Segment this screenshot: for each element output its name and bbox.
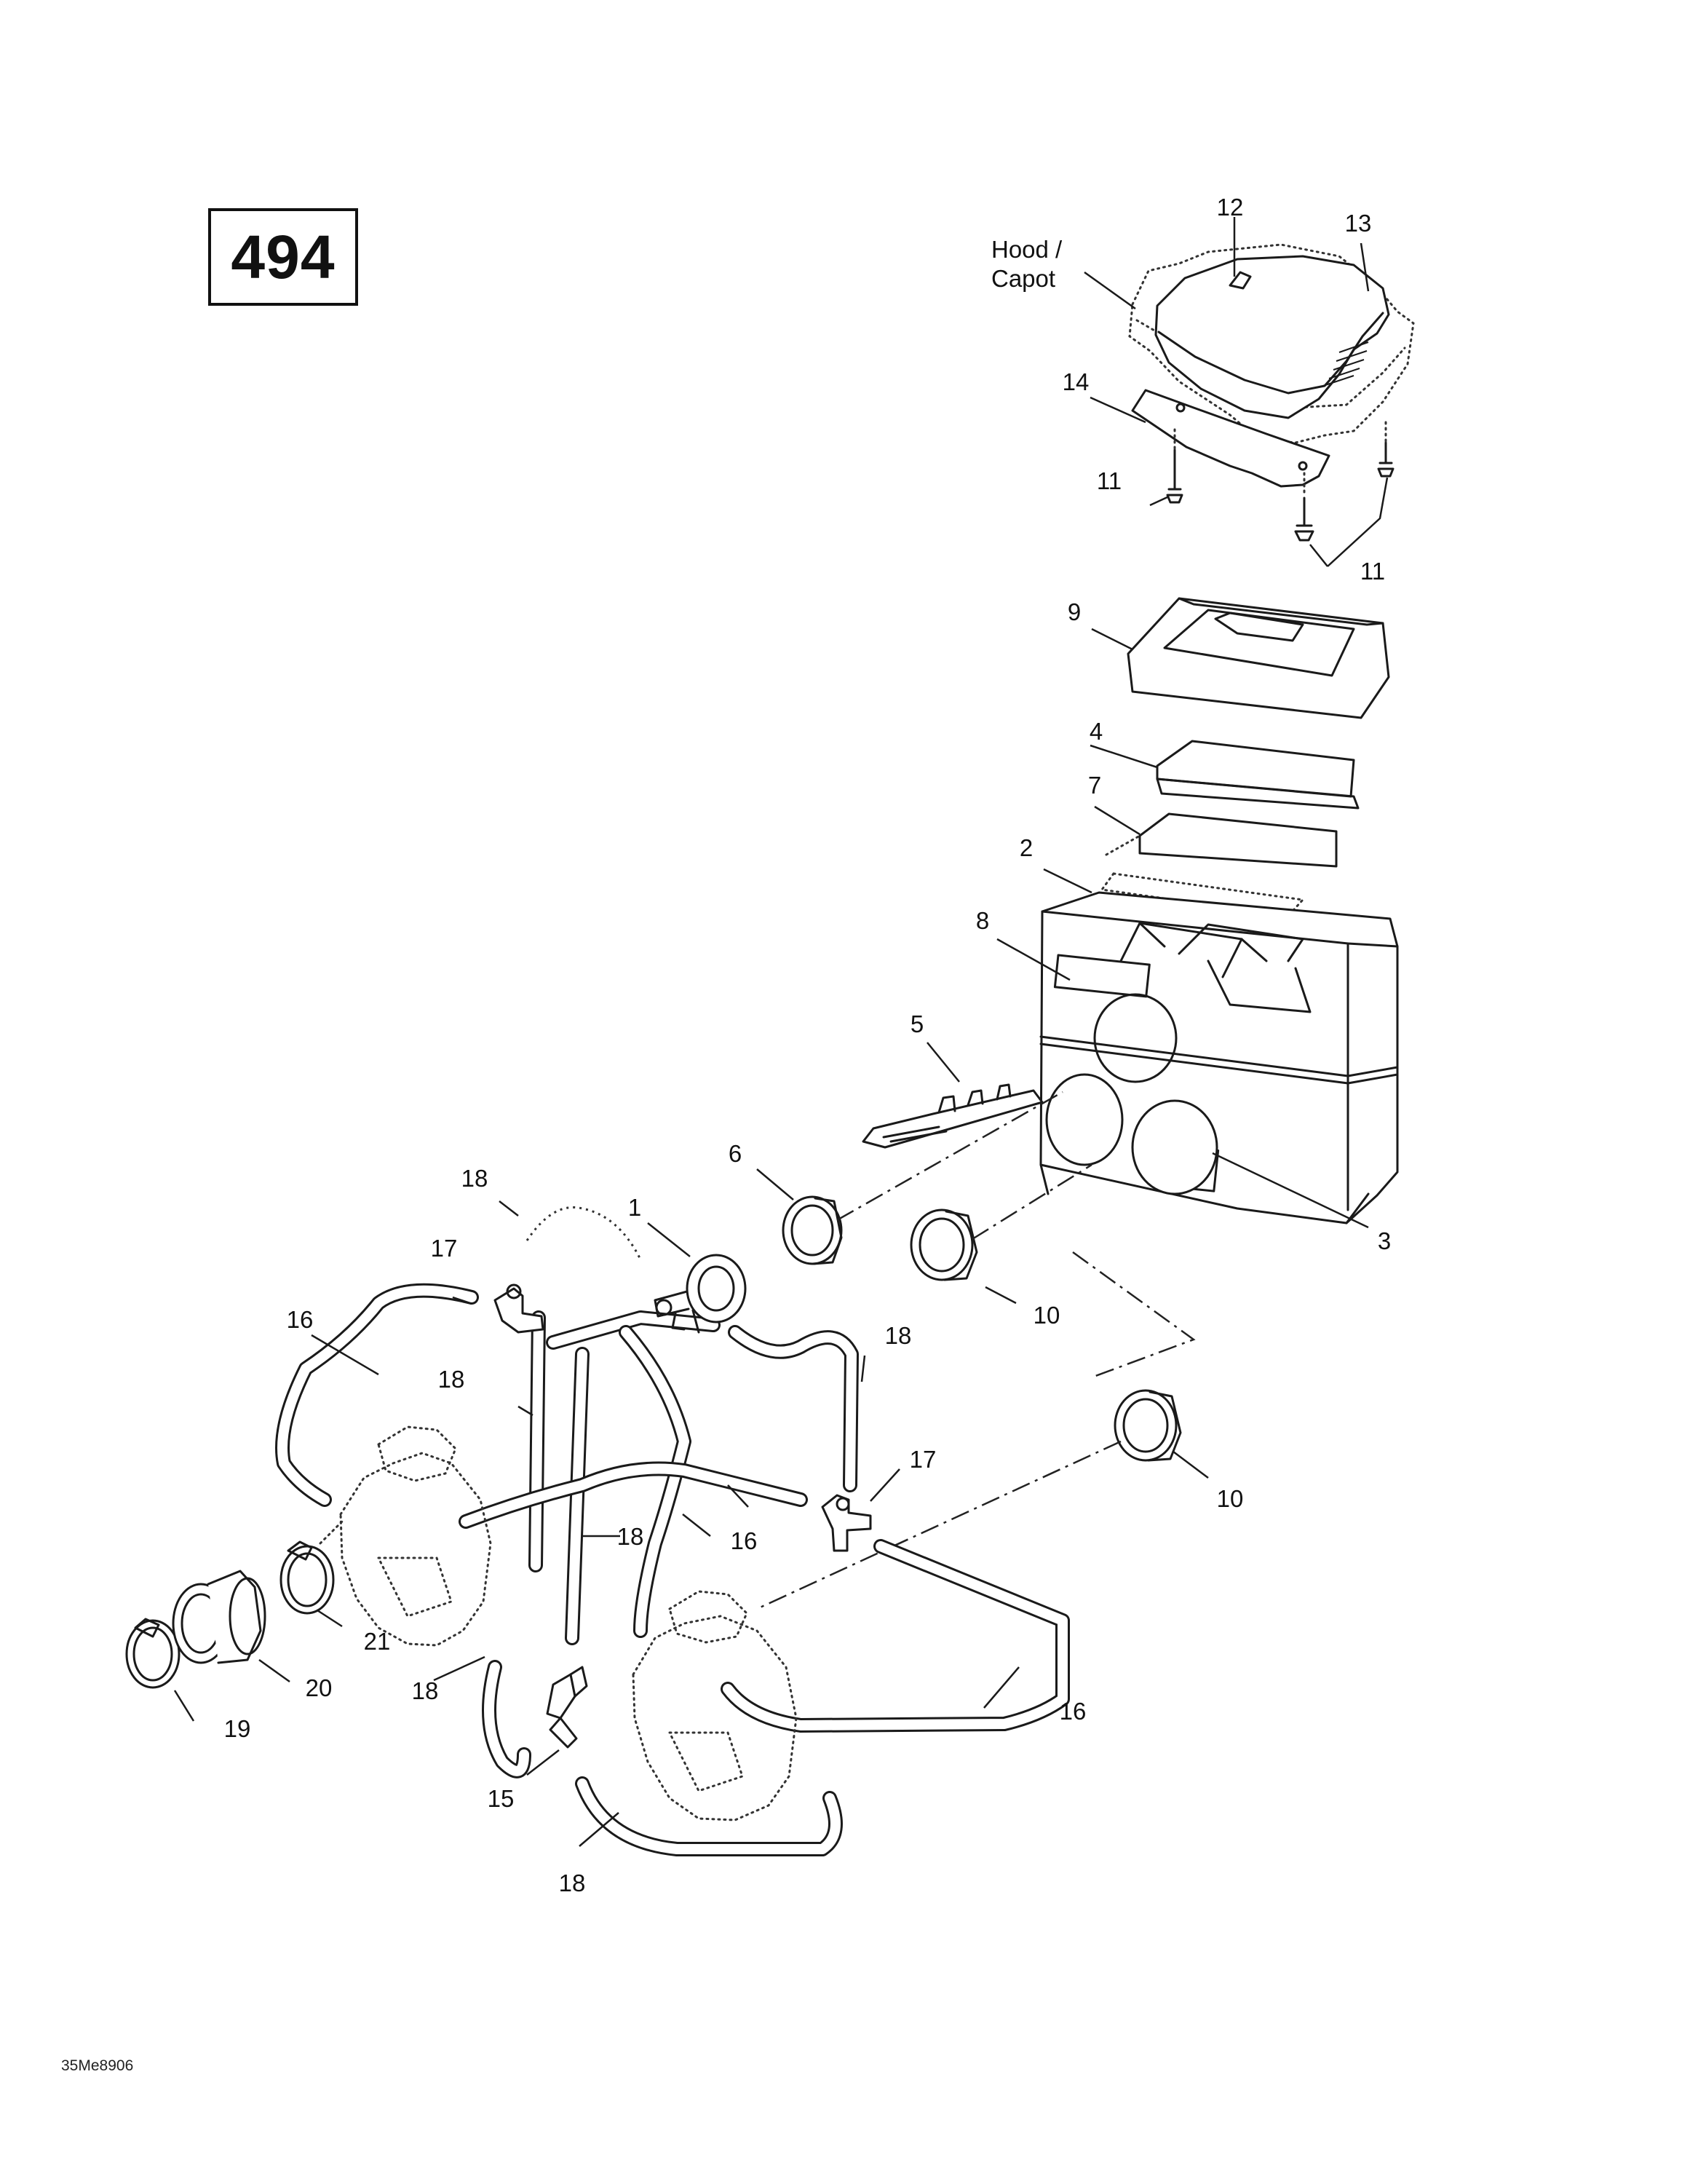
clamp-19 — [125, 1618, 180, 1689]
callout-17-upper: 17 — [431, 1235, 458, 1262]
vent-valve — [654, 1254, 747, 1334]
adaptor-20 — [172, 1570, 266, 1664]
callout-7: 7 — [1088, 772, 1101, 799]
hood-label-line-2: Capot — [991, 265, 1055, 292]
retaining-strap — [862, 1083, 1044, 1149]
callout-3: 3 — [1378, 1227, 1391, 1254]
t-fitting-lower — [821, 1494, 872, 1552]
callout-18-right: 18 — [885, 1322, 912, 1349]
filter-element — [1156, 740, 1360, 810]
center-lines — [756, 1091, 1196, 1610]
callout-18-lower-left: 18 — [412, 1677, 439, 1704]
callout-10-upper: 10 — [1034, 1302, 1060, 1329]
callout-5: 5 — [911, 1010, 924, 1037]
callout-18-middle: 18 — [438, 1366, 465, 1393]
callout-9: 9 — [1068, 598, 1081, 625]
callout-11-left: 11 — [1097, 467, 1122, 494]
callout-2: 2 — [1020, 834, 1033, 861]
callout-14: 14 — [1063, 368, 1090, 395]
page-number: 494 — [231, 222, 336, 291]
callout-6: 6 — [729, 1140, 742, 1167]
callout-13: 13 — [1345, 210, 1372, 237]
air-silencer-box — [1039, 891, 1399, 1224]
hoses — [275, 1206, 1070, 1856]
callout-18-bottom: 18 — [559, 1870, 586, 1896]
clamp-21 — [279, 1540, 335, 1615]
drawing-code: 35Me8906 — [61, 2057, 134, 2074]
callout-16-left: 16 — [287, 1306, 314, 1333]
carburetor-upper — [319, 1425, 492, 1647]
hood-screws — [1166, 421, 1395, 542]
callout-16-center: 16 — [731, 1527, 758, 1554]
leader-lines — [173, 217, 1389, 1847]
callout-12: 12 — [1217, 194, 1244, 221]
callout-20: 20 — [306, 1674, 333, 1701]
callout-15: 15 — [488, 1785, 515, 1812]
callout-1: 1 — [628, 1194, 641, 1221]
page-number-box: 494 — [208, 208, 358, 306]
callout-labels: 12 13 Hood / Capot 14 11 11 9 4 7 2 8 5 … — [224, 194, 1392, 1896]
callout-21: 21 — [364, 1628, 391, 1655]
hood-plate — [1131, 389, 1330, 488]
filter-screen — [1100, 812, 1338, 917]
grommet-10-lower — [1114, 1389, 1182, 1462]
callout-16-right: 16 — [1060, 1698, 1087, 1725]
callout-10-lower: 10 — [1217, 1485, 1244, 1512]
air-intake-hood — [1154, 255, 1390, 419]
grommet-6 — [782, 1195, 843, 1265]
callout-18-center: 18 — [617, 1523, 644, 1550]
filter-frame — [1127, 597, 1390, 719]
callout-19: 19 — [224, 1715, 251, 1742]
callout-8: 8 — [976, 907, 989, 934]
callout-4: 4 — [1090, 718, 1103, 745]
carburetor-lower — [632, 1590, 798, 1821]
t-fitting-upper — [493, 1283, 544, 1334]
callout-17-lower: 17 — [910, 1446, 937, 1473]
hood-label-line-1: Hood / — [991, 236, 1063, 263]
callout-11-right: 11 — [1360, 558, 1385, 585]
y-fitting — [546, 1666, 588, 1749]
grommet-10-upper — [910, 1208, 978, 1281]
callout-18-top: 18 — [461, 1165, 488, 1192]
